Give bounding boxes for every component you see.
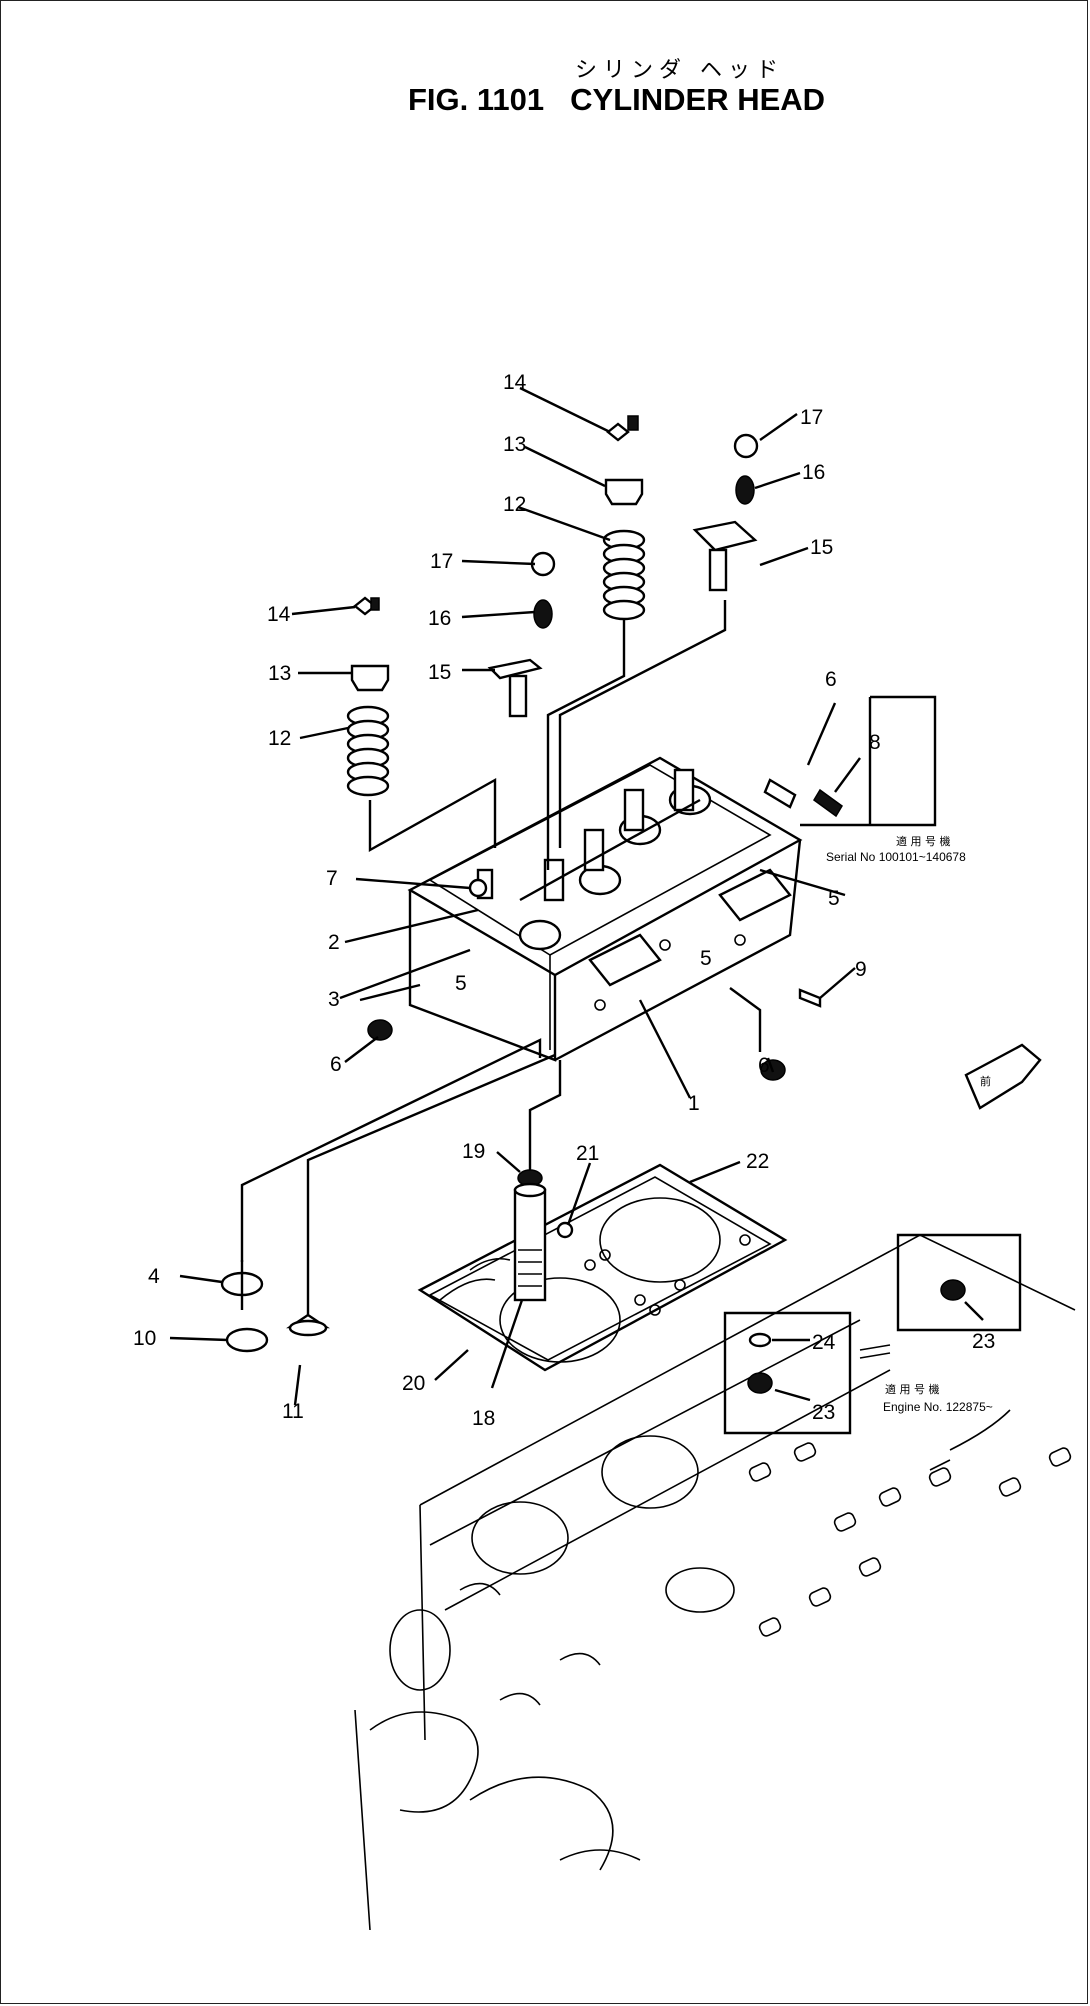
callout-12-lower: 12 bbox=[268, 727, 291, 750]
callout-12-upper: 12 bbox=[503, 493, 526, 516]
rocker-15-right-post bbox=[708, 548, 728, 592]
valve-11 bbox=[286, 1245, 330, 1329]
inset-box-serial: 適 用 号 機 Serial No 100101~140678 bbox=[800, 695, 966, 864]
leader-lines bbox=[169, 386, 984, 1406]
callout-5-left: 5 bbox=[455, 972, 467, 995]
nut-17-left bbox=[530, 551, 556, 577]
callout-20: 20 bbox=[402, 1372, 425, 1395]
cotter-14-right-b bbox=[627, 415, 639, 431]
ports bbox=[588, 868, 792, 1011]
nut-17-right bbox=[733, 433, 759, 459]
callout-1: 1 bbox=[688, 1092, 700, 1115]
callout-8: 8 bbox=[869, 731, 881, 754]
plug-23-lower bbox=[747, 1372, 773, 1394]
rocker-15-left bbox=[487, 658, 543, 680]
engine-note-jp: 適 用 号 機 bbox=[885, 1382, 940, 1396]
block-holes bbox=[748, 1442, 1072, 1637]
engine-note: Engine No. 122875~ bbox=[883, 1400, 993, 1414]
valve-train-right bbox=[602, 415, 759, 621]
callout-6-right: 6 bbox=[758, 1054, 770, 1077]
callout-15-lower: 15 bbox=[428, 661, 451, 684]
callout-21: 21 bbox=[576, 1142, 599, 1165]
callout-16-upper: 16 bbox=[802, 461, 825, 484]
callout-15-upper: 15 bbox=[810, 536, 833, 559]
retainer-13-right bbox=[604, 478, 644, 506]
callout-6-left: 6 bbox=[330, 1053, 342, 1076]
valve-train-left bbox=[346, 551, 556, 797]
callout-24: 24 bbox=[812, 1331, 836, 1354]
bolt-24 bbox=[748, 1332, 772, 1348]
plug-21 bbox=[556, 1221, 574, 1239]
callout-23-upper: 23 bbox=[972, 1330, 995, 1353]
callout-16-lower: 16 bbox=[428, 607, 451, 630]
callout-18: 18 bbox=[472, 1407, 495, 1430]
cylinder-block bbox=[354, 1234, 1076, 1931]
callout-4: 4 bbox=[148, 1265, 160, 1288]
valves bbox=[220, 1245, 330, 1353]
sleeve-and-stud bbox=[513, 1169, 574, 1302]
callout-14-lower: 14 bbox=[267, 603, 291, 626]
plug-8 bbox=[813, 788, 843, 818]
rocker-15-right bbox=[692, 520, 758, 552]
front-arrow-label: 前 bbox=[980, 1074, 991, 1088]
serial-note-jp: 適 用 号 機 bbox=[896, 834, 951, 848]
callout-9: 9 bbox=[855, 958, 867, 981]
screw-16-right bbox=[735, 475, 755, 505]
callout-13-upper: 13 bbox=[503, 433, 526, 456]
serial-note: Serial No 100101~140678 bbox=[826, 850, 966, 864]
cotter-14-left-b bbox=[370, 597, 380, 611]
plug-23-upper bbox=[940, 1279, 966, 1301]
callout-17-upper: 17 bbox=[800, 406, 823, 429]
figure-title-japanese: シリンダ ヘッド bbox=[575, 58, 784, 83]
cylinder-head bbox=[407, 756, 803, 1062]
rocker-15-left-post bbox=[508, 674, 528, 718]
callout-13-lower: 13 bbox=[268, 662, 291, 685]
inset-box-engine: 適 用 号 機 Engine No. 122875~ bbox=[723, 1233, 1022, 1435]
callout-5-mid: 5 bbox=[700, 947, 712, 970]
callout-10: 10 bbox=[133, 1327, 156, 1350]
dowel-6-upper bbox=[763, 778, 797, 809]
callout-labels: 14 13 12 17 16 15 17 16 15 14 13 12 6 8 … bbox=[133, 371, 995, 1430]
seal-2 bbox=[468, 878, 488, 898]
plug-6-left bbox=[367, 1019, 393, 1041]
insert-10 bbox=[225, 1327, 269, 1353]
callout-5-right: 5 bbox=[828, 887, 840, 910]
cotter-14-right bbox=[606, 422, 630, 442]
front-arrow: 前 bbox=[964, 1043, 1042, 1110]
spring-12-left bbox=[346, 775, 390, 797]
screw-16-left bbox=[533, 599, 553, 629]
head-gasket bbox=[417, 1163, 788, 1372]
callout-2: 2 bbox=[328, 931, 340, 954]
retainer-13-left bbox=[350, 664, 390, 692]
callout-3: 3 bbox=[328, 988, 340, 1011]
callout-14-upper: 14 bbox=[503, 371, 527, 394]
callout-23-lower: 23 bbox=[812, 1401, 835, 1424]
rocker-assembly bbox=[518, 768, 712, 951]
bolt-9 bbox=[798, 988, 822, 1008]
callout-17-lower: 17 bbox=[430, 550, 453, 573]
figure-name: CYLINDER HEAD bbox=[570, 82, 826, 117]
callout-7: 7 bbox=[326, 867, 338, 890]
callout-11: 11 bbox=[282, 1400, 304, 1423]
callout-6-upper: 6 bbox=[825, 668, 837, 691]
sleeve-18 bbox=[513, 1188, 547, 1302]
callout-19: 19 bbox=[462, 1140, 485, 1163]
figure-number: FIG. 1101 bbox=[408, 82, 545, 117]
spring-12-right bbox=[602, 599, 646, 621]
figure-title: FIG. 1101 CYLINDER HEAD bbox=[408, 82, 825, 118]
callout-22: 22 bbox=[746, 1150, 769, 1173]
